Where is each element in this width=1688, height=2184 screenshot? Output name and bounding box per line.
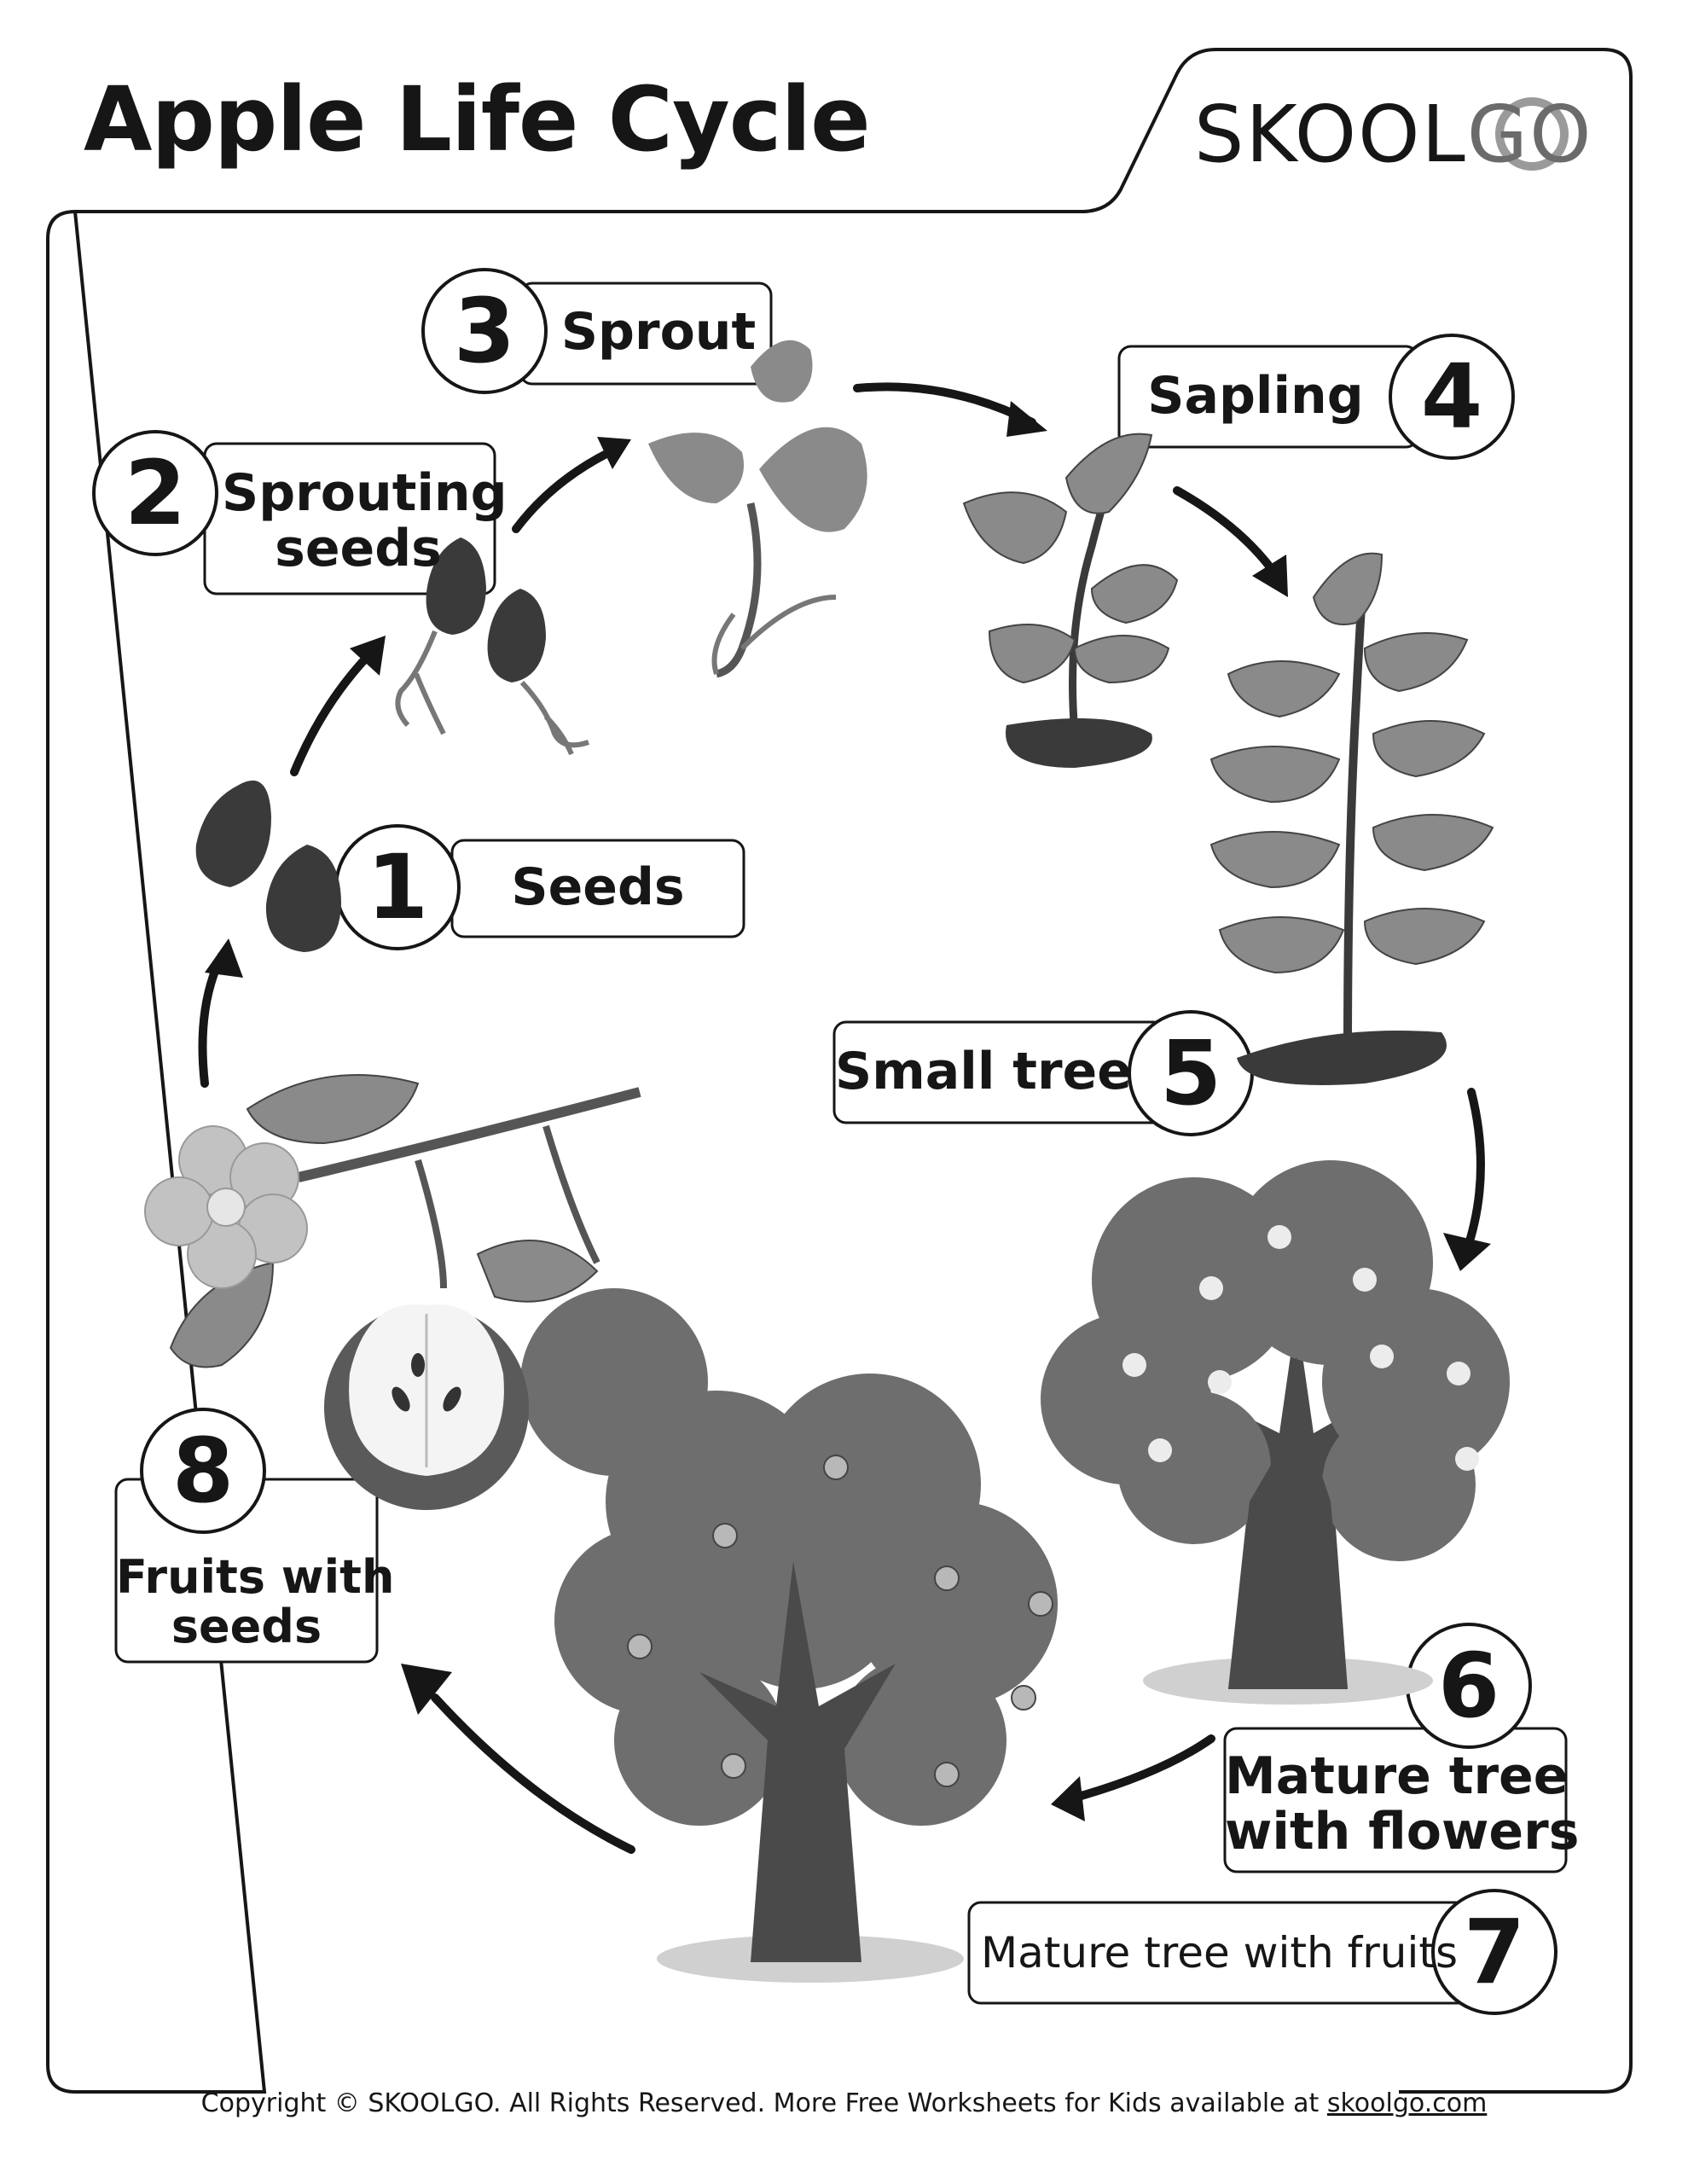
stage-8-number: 8 [171, 1419, 235, 1523]
stage-6-box [1223, 1727, 1568, 1873]
stage-8-label-line2: seeds [171, 1600, 322, 1654]
stage-7-label: Mature tree with fruits [981, 1928, 1459, 1978]
footer-text: Copyright © SKOOLGO. All Rights Reserved… [200, 2088, 1327, 2118]
stage-6-label-line2: with flowers [1225, 1801, 1580, 1862]
stage-8-label-line1: Fruits with [116, 1550, 395, 1604]
brand-logo-part2: GO [1466, 89, 1593, 180]
stage-3-label: Sprout [560, 302, 757, 362]
stage-5-small-tree-illustration [1209, 552, 1494, 1085]
stage-3-circle [421, 268, 548, 394]
arrow-heads [205, 401, 1491, 1821]
stage-4-label: Sapling [1147, 366, 1364, 426]
stage-8-label: Fruits with seeds [116, 1550, 395, 1654]
stage-5-label: Small tree [835, 1042, 1132, 1101]
brand-logo: SKOOLGO [1194, 96, 1593, 174]
stage-4-number: 4 [1420, 345, 1483, 449]
apple-blossom [144, 1125, 308, 1289]
brand-logo-part1: SKOOL [1194, 89, 1467, 180]
stage-4-sapling-illustration [962, 433, 1179, 768]
stage-1-seeds-illustration [195, 780, 341, 952]
stage-6-number: 6 [1437, 1634, 1500, 1738]
stage-5-number: 5 [1159, 1021, 1222, 1125]
worksheet-border [46, 48, 1633, 2094]
stage-6-label-line1: Mature tree [1225, 1746, 1569, 1806]
stage-3-number: 3 [453, 279, 516, 383]
arrow-4-to-5 [1173, 486, 1284, 584]
stage-2-label: Sprouting seeds [222, 463, 508, 578]
stage-1-number: 1 [366, 835, 429, 939]
stage-2-circle [92, 430, 218, 556]
stage-7-circle [1431, 1889, 1557, 2015]
stage-2-sprouting-seeds-illustration [395, 537, 589, 756]
page-title: Apple Life Cycle [84, 67, 871, 171]
footer-copyright: Copyright © SKOOLGO. All Rights Reserved… [0, 2088, 1688, 2118]
stage-2-number: 2 [124, 441, 187, 545]
arrow-1-to-2 [290, 644, 380, 776]
stage-2-label-line2: seeds [275, 518, 442, 578]
stage-6-label: Mature tree with flowers [1225, 1746, 1580, 1862]
arrow-8-to-1 [198, 951, 226, 1088]
stage-4-circle [1389, 334, 1515, 460]
arrow-7-to-8 [431, 1693, 635, 1854]
stage-7-fruit-tree-illustration [554, 1374, 1058, 1983]
stage-8-apple-illustration [144, 1074, 708, 1510]
stage-2-label-line1: Sprouting [222, 463, 508, 523]
stage-1-label: Seeds [511, 857, 685, 917]
stage-3-sprout-illustration [648, 340, 867, 678]
footer-link[interactable]: skoolgo.com [1326, 2088, 1488, 2118]
brand-go-ring [1495, 97, 1569, 171]
stage-8-circle [140, 1408, 266, 1534]
arrow-2-to-3 [512, 444, 623, 533]
arrow-5-to-6 [1461, 1088, 1485, 1258]
arrow-3-to-4 [853, 382, 1036, 427]
stage-7-number: 7 [1463, 1900, 1526, 2004]
arrow-6-to-7 [1062, 1734, 1215, 1804]
stage-6-flowering-tree-illustration [1041, 1160, 1510, 1705]
